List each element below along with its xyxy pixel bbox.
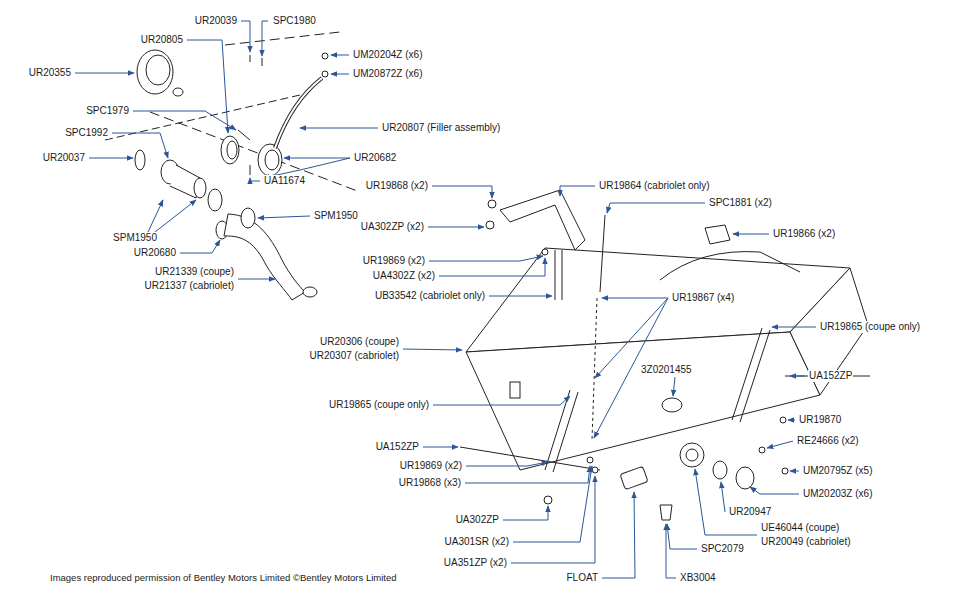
part-number: SPC2079 xyxy=(700,543,745,555)
part-number: UR20307 (cabriolet) xyxy=(309,350,401,362)
part-number: UR20355 xyxy=(28,67,72,79)
part-number: XB3004 xyxy=(679,572,717,584)
part-number: UR20306 (coupe) xyxy=(319,336,400,348)
part-number: UA302ZP xyxy=(455,514,500,526)
part-number: UR20039 xyxy=(194,15,238,27)
part-number: UM20203Z (x6) xyxy=(802,488,873,500)
part-number: UR20682 xyxy=(353,152,397,164)
part-number: UA4302Z (x2) xyxy=(372,270,436,282)
part-number: UM20204Z (x6) xyxy=(352,49,423,61)
part-number: UE46044 (coupe) xyxy=(760,522,840,534)
part-number: UR19865 (coupe only) xyxy=(328,399,430,411)
part-number: UM20795Z (x5) xyxy=(802,465,873,477)
part-number: UR19868 (x3) xyxy=(398,477,462,489)
part-number: FLOAT xyxy=(566,572,599,584)
part-number: UA152ZP xyxy=(375,441,420,453)
part-number: SPC1979 xyxy=(85,105,130,117)
part-number: UM20872Z (x6) xyxy=(352,68,423,80)
part-number: SPC1980 xyxy=(272,15,317,27)
part-number: UR20947 xyxy=(728,506,772,518)
part-number: UR21339 (coupe) xyxy=(154,266,235,278)
part-number: 3Z0201455 xyxy=(640,364,693,376)
part-number: UR21337 (cabriolet) xyxy=(144,280,236,292)
part-number: UR19869 (x2) xyxy=(362,255,426,267)
copyright-caption: Images reproduced permission of Bentley … xyxy=(50,572,397,584)
part-number: UR20805 xyxy=(140,34,184,46)
part-number: UA351ZP (x2) xyxy=(443,557,508,569)
part-number: UA301SR (x2) xyxy=(444,536,510,548)
part-number: UR19868 (x2) xyxy=(365,180,429,192)
part-number: UR20037 xyxy=(42,152,86,164)
part-number: SPM1950 xyxy=(112,232,158,244)
part-number: UA302ZP (x2) xyxy=(360,221,425,233)
part-number: UR19865 (coupe only) xyxy=(819,321,921,333)
part-number: UR20807 (Filler assembly) xyxy=(381,122,501,134)
part-number: UA11674 xyxy=(263,175,306,187)
part-number: UR20049 (cabriolet) xyxy=(760,536,852,548)
part-number: UR19869 (x2) xyxy=(399,460,463,472)
part-number: RE24666 (x2) xyxy=(796,435,860,447)
part-number: UR19870 xyxy=(798,414,842,426)
part-number: SPC1881 (x2) xyxy=(708,197,773,209)
leader-lines xyxy=(75,21,816,578)
part-number: UR19864 (cabriolet only) xyxy=(598,180,711,192)
part-number: UA152ZP xyxy=(808,370,853,382)
filler-group xyxy=(105,32,360,300)
part-number: SPC1992 xyxy=(64,127,109,139)
part-number: UB33542 (cabriolet only) xyxy=(374,290,486,302)
part-number: UR20680 xyxy=(133,247,177,259)
part-number: SPM1950 xyxy=(313,210,359,222)
part-number: UR19866 (x2) xyxy=(772,228,836,240)
part-number: UR19867 (x4) xyxy=(671,292,735,304)
